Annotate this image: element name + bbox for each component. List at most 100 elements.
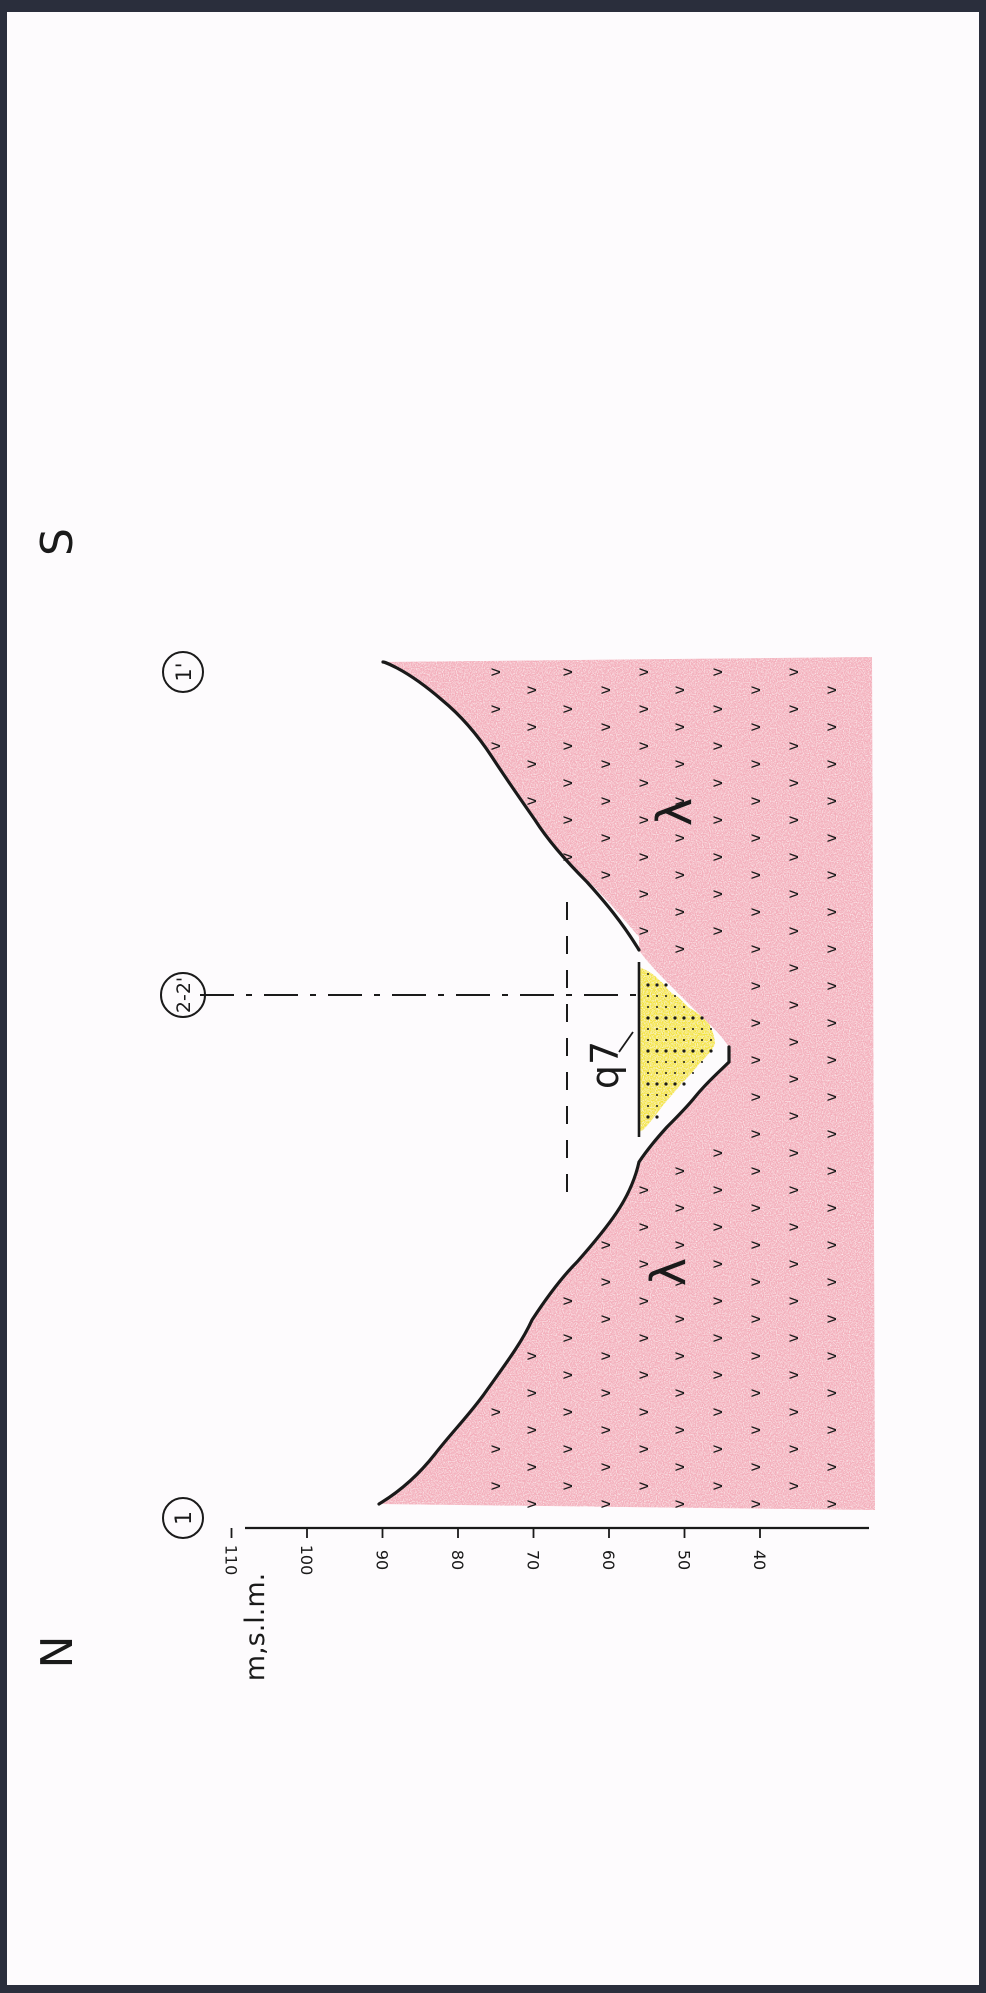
bedrock-v-mark: v: [558, 778, 576, 787]
quaternary-dot: [673, 1016, 676, 1019]
bedrock-v-mark: v: [708, 1407, 726, 1416]
quaternary-dot: [683, 1072, 685, 1074]
bedrock-v-mark: v: [822, 1277, 840, 1286]
bedrock-v-mark: v: [670, 870, 688, 879]
bedrock-v-mark: v: [558, 1481, 576, 1490]
y-axis-tick-label: 60: [599, 1550, 618, 1570]
quaternary-dot: [683, 1061, 685, 1063]
bedrock-v-mark: v: [784, 815, 802, 824]
bedrock-v-mark: v: [784, 852, 802, 861]
quaternary-dot: [647, 995, 649, 997]
point-1-label: 1: [172, 1511, 197, 1525]
bedrock-v-mark: v: [596, 833, 614, 842]
y-axis-ticks: 110100908070605040: [222, 1528, 770, 1575]
bedrock-v-mark: v: [596, 1240, 614, 1249]
bedrock-v-mark: v: [558, 741, 576, 750]
bedrock-v-mark: v: [822, 759, 840, 768]
bedrock-v-mark: v: [596, 1277, 614, 1286]
bedrock-v-mark: v: [634, 1444, 652, 1453]
quaternary-dot: [700, 1016, 703, 1019]
bedrock-v-mark: v: [822, 1499, 840, 1508]
bedrock-v-mark: v: [708, 741, 726, 750]
bedrock-label-south: λ: [647, 798, 703, 826]
bedrock-v-mark: v: [596, 1499, 614, 1508]
bedrock-v-mark: v: [486, 1444, 504, 1453]
bedrock-v-mark: v: [486, 667, 504, 676]
quaternary-dot: [673, 1049, 676, 1052]
quaternary-dot: [709, 1049, 712, 1052]
quaternary-dot: [674, 1061, 676, 1063]
bedrock-v-mark: v: [746, 796, 764, 805]
bedrock-v-mark: v: [670, 722, 688, 731]
quaternary-dot: [647, 1094, 649, 1096]
bedrock-v-mark: v: [822, 1129, 840, 1138]
bedrock-v-mark: v: [822, 1092, 840, 1101]
bedrock-v-mark: v: [784, 741, 802, 750]
bedrock-label-north: λ: [641, 1258, 697, 1286]
bedrock-v-mark: v: [708, 704, 726, 713]
bedrock-v-mark: v: [746, 1203, 764, 1212]
quaternary-dot: [646, 1049, 649, 1052]
bedrock-v-mark: v: [746, 1351, 764, 1360]
bedrock-v-mark: v: [522, 685, 540, 694]
bedrock-v-mark: v: [746, 759, 764, 768]
bedrock-v-mark: v: [596, 1314, 614, 1323]
bedrock-v-mark: v: [670, 944, 688, 953]
bedrock-v-mark: v: [558, 704, 576, 713]
bedrock-v-mark: v: [746, 1314, 764, 1323]
bedrock-v-mark: v: [708, 1185, 726, 1194]
bedrock-v-mark: v: [746, 870, 764, 879]
bedrock-v-mark: v: [784, 1037, 802, 1046]
bedrock-v-mark: v: [746, 944, 764, 953]
bedrock-v-mark: v: [746, 1129, 764, 1138]
bedrock-v-mark: v: [522, 759, 540, 768]
quaternary-dot: [701, 1061, 703, 1063]
bedrock-v-mark: v: [670, 907, 688, 916]
quaternary-dot: [665, 1039, 667, 1041]
quaternary-dot: [710, 1028, 712, 1030]
bedrock-v-mark: v: [822, 685, 840, 694]
south-label: S: [32, 528, 83, 556]
quaternary-dot: [674, 1028, 676, 1030]
quaternary-dot: [701, 1028, 703, 1030]
quaternary-dot: [656, 995, 658, 997]
bedrock-v-mark: v: [784, 1407, 802, 1416]
bedrock-v-mark: v: [486, 1481, 504, 1490]
bedrock-v-mark: v: [634, 1296, 652, 1305]
bedrock-v-mark: v: [596, 1351, 614, 1360]
quaternary-dot: [665, 995, 667, 997]
bedrock-v-mark: v: [558, 815, 576, 824]
bedrock-v-mark: v: [822, 981, 840, 990]
bedrock-v-mark: v: [634, 889, 652, 898]
bedrock-v-mark: v: [784, 1481, 802, 1490]
bedrock-v-mark: v: [822, 833, 840, 842]
quaternary-dot: [674, 995, 676, 997]
quaternary-dot: [683, 1006, 685, 1008]
bedrock-v-mark: v: [822, 870, 840, 879]
bedrock-v-mark: v: [746, 1277, 764, 1286]
bedrock-v-mark: v: [746, 907, 764, 916]
bedrock-v-mark: v: [634, 741, 652, 750]
bedrock-v-mark: v: [708, 1444, 726, 1453]
bedrock-v-mark: v: [708, 1259, 726, 1268]
bedrock-v-mark: v: [822, 1055, 840, 1064]
quaternary-dot: [655, 1016, 658, 1019]
quaternary-dot: [656, 1006, 658, 1008]
bedrock-v-mark: v: [746, 1055, 764, 1064]
bedrock-v-mark: v: [708, 1296, 726, 1305]
quaternary-dot: [664, 1082, 667, 1085]
bedrock-v-mark: v: [746, 1425, 764, 1434]
quaternary-dot: [665, 1006, 667, 1008]
bedrock-v-mark: v: [670, 1425, 688, 1434]
bedrock-v-mark: v: [746, 1166, 764, 1175]
y-axis-tick-label: 90: [373, 1550, 392, 1570]
quaternary-dot: [647, 1061, 649, 1063]
bedrock-v-mark: v: [522, 722, 540, 731]
quaternary-dot: [692, 1028, 694, 1030]
quaternary-dot: [701, 1039, 703, 1041]
bedrock-v-mark: v: [670, 1351, 688, 1360]
bedrock-v-mark: v: [784, 704, 802, 713]
quaternary-dot: [710, 1039, 712, 1041]
quaternary-dot: [692, 1039, 694, 1041]
bedrock-v-mark: v: [784, 889, 802, 898]
